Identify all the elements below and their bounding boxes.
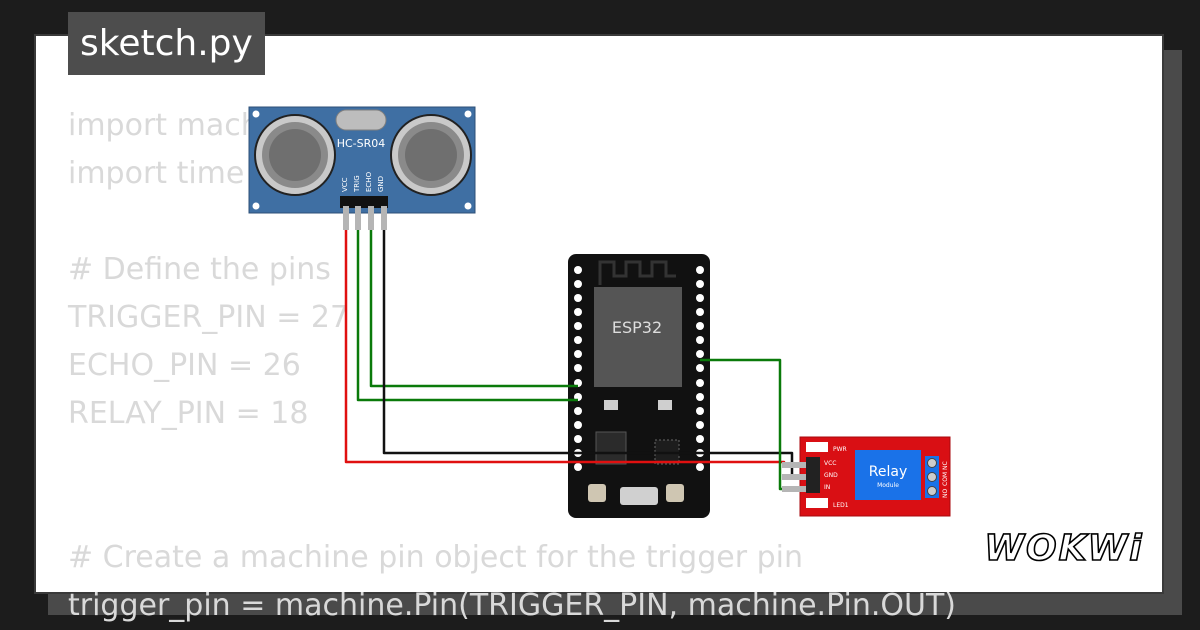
esp32-label: ESP32: [612, 318, 662, 337]
wire-relay-in[interactable]: [700, 358, 806, 491]
code-line: # Create a machine pin object for the tr…: [68, 540, 803, 575]
relay-header: [806, 457, 820, 493]
transducer-left: [254, 114, 336, 196]
mount-hole: [252, 110, 260, 118]
relay-label: Relay: [869, 464, 907, 480]
code-line: import time: [68, 156, 245, 191]
crystal: [335, 109, 387, 131]
relay-pin-in: IN: [824, 484, 830, 491]
terminal-screw: [927, 458, 937, 468]
sensor-header: [340, 196, 388, 208]
smd-part: [604, 400, 618, 410]
esp32-left-pins: [574, 266, 582, 471]
terminal-no: NO: [942, 489, 949, 498]
terminal-com: COM: [942, 472, 949, 486]
mount-hole: [252, 202, 260, 210]
pwr-led: [806, 442, 828, 452]
relay-block: [855, 450, 921, 500]
led1-label: LED1: [833, 502, 849, 509]
sensor-label: HC-SR04: [337, 137, 386, 150]
terminal-nc: NC: [942, 461, 949, 470]
code-line: TRIGGER_PIN = 27: [68, 300, 350, 335]
pin-label-echo: ECHO: [365, 171, 373, 192]
usb-connector: [620, 487, 658, 505]
relay-pin-gnd: GND: [824, 472, 838, 479]
code-line: trigger_pin = machine.Pin(TRIGGER_PIN, m…: [68, 588, 956, 623]
antenna-trace: [598, 260, 676, 285]
wire-trig[interactable]: [356, 208, 578, 402]
reset-button[interactable]: [666, 484, 684, 502]
relay-module[interactable]: PWR LED1 VCC GND IN Relay Module NO COM …: [799, 436, 951, 517]
boot-button[interactable]: [588, 484, 606, 502]
terminal-screw: [927, 486, 937, 496]
code-line: RELAY_PIN = 18: [68, 396, 309, 431]
wokwi-wordmark: WOKWi: [984, 528, 1143, 569]
pin-label-gnd: GND: [377, 176, 385, 192]
relay-pin-vcc: VCC: [824, 460, 836, 467]
wire-ends: [343, 206, 806, 492]
voltage-regulator: [595, 431, 627, 465]
wire-echo[interactable]: [369, 208, 578, 388]
file-title-tab: sketch.py: [68, 12, 265, 75]
smd-part: [658, 400, 672, 410]
esp32-module: [594, 287, 682, 387]
pwr-led-label: PWR: [833, 446, 847, 453]
terminal-screw: [927, 472, 937, 482]
mount-hole: [464, 202, 472, 210]
code-line: # Define the pins: [68, 252, 331, 287]
code-line: ECHO_PIN = 26: [68, 348, 301, 383]
esp32-board[interactable]: ESP32: [568, 254, 710, 518]
wokwi-logo: WOKWi: [984, 527, 1143, 570]
esp32-right-pins: [696, 266, 704, 471]
pin-label-vcc: VCC: [341, 177, 349, 192]
led1: [806, 498, 828, 508]
ultrasonic-sensor[interactable]: HC-SR04 VCC TRIG ECHO GND: [248, 106, 476, 214]
pin-label-trig: TRIG: [353, 175, 361, 193]
mount-hole: [464, 110, 472, 118]
transducer-right: [390, 114, 472, 196]
relay-sublabel: Module: [877, 482, 899, 489]
